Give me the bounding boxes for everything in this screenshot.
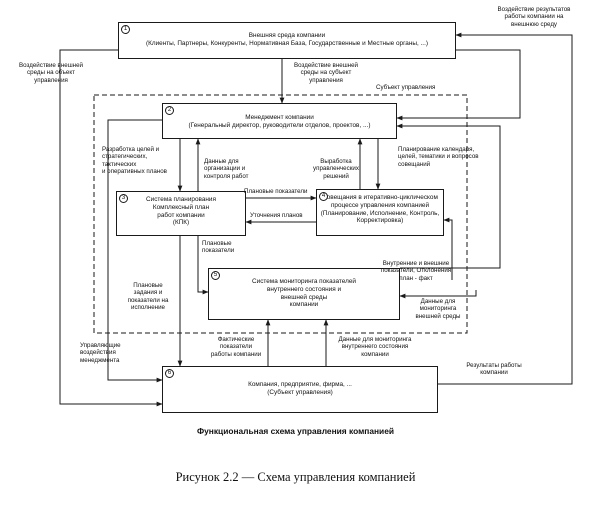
label-managing-impacts: Управляющие воздействия менеджмента [80,342,121,364]
arrow-monitor-to-meetings [443,217,453,280]
box-number: 1 [121,25,130,34]
box-text: Система планирования Комплексный план ра… [146,196,216,227]
label-monitoring-ext-data: Данные для мониторинга внешней среды [415,298,461,320]
subject-boundary [93,94,468,334]
arrow-monitor-ext [399,290,477,299]
label-ext-effect-top-right: Воздействие результатов работы компании … [497,6,571,28]
box-planning-system: 3 Система планирования Комплексный план … [116,191,246,236]
box-external-environment: 1 Внешняя среда компании (Клиенты, Партн… [118,22,456,59]
box-text: Внешняя среда компании (Клиенты, Партнер… [146,32,428,47]
box-number: 3 [119,194,128,203]
label-plan-refinement: Уточнения планов [250,212,303,219]
label-monitoring-int-data: Данные для мониторинга внутреннего состо… [338,336,412,358]
box-text: Менеджмент компании (Генеральный директо… [188,114,371,129]
box-text: Система мониторинга показателей внутренн… [252,278,356,309]
label-calendar-planning: Планирование календаря, целей, тематики … [398,146,479,168]
label-plan-indicators-down: Плановые показатели [202,240,235,255]
arrow-ext-into-mgmt [396,49,521,121]
box-monitoring-system: 5 Система мониторинга показателей внутре… [208,268,400,320]
arrow-monitor-to-mgmt-right [396,123,501,269]
label-work-results: Результаты работы компании [466,362,522,377]
arrow-mgmt-to-company [107,119,163,383]
label-plan-indicators-right: Плановые показатели [244,188,308,195]
label-plan-tasks: Плановые задания и показатели на исполне… [127,282,169,312]
label-internal-external: Внутренние и внешние показатели, Отклоне… [380,260,452,282]
box-number: 6 [165,369,174,378]
box-text: Компания, предприятие, фирма, ... (Субъе… [248,381,352,396]
arrow-company-to-ext [438,32,573,385]
label-ext-effect-left: Воздействие внешней среды на объект упра… [19,62,83,84]
diagram-title: Функциональная схема управления компание… [196,426,395,436]
label-ext-effect-subject: Воздействие внешней среды на субъект упр… [294,62,358,84]
box-management: 2 Менеджмент компании (Генеральный дирек… [162,103,397,139]
box-number: 2 [165,106,174,115]
box-company: 6 Компания, предприятие, фирма, ... (Суб… [162,366,438,413]
figure-caption: Рисунок 2.2 — Схема управления компанией [175,470,416,484]
label-subject-of-management: Субъект управления [376,84,436,91]
arrow-ext-to-company [59,49,163,407]
label-decisions-dev: Выработка управленческих решений [313,158,359,180]
label-data-for-org: Данные для организации и контроля работ [204,158,249,180]
arrow-planning-to-monitor [197,236,209,295]
label-actual-indicators: Фактические показатели работы компании [210,336,262,358]
box-text: Совещания в итеративно-циклическом проце… [320,194,440,225]
box-meetings: 4 Совещания в итеративно-циклическом про… [316,189,444,236]
box-number: 4 [319,192,328,201]
label-goals-development: Разработка целей и стратегических, такти… [102,146,167,176]
box-number: 5 [211,271,220,280]
